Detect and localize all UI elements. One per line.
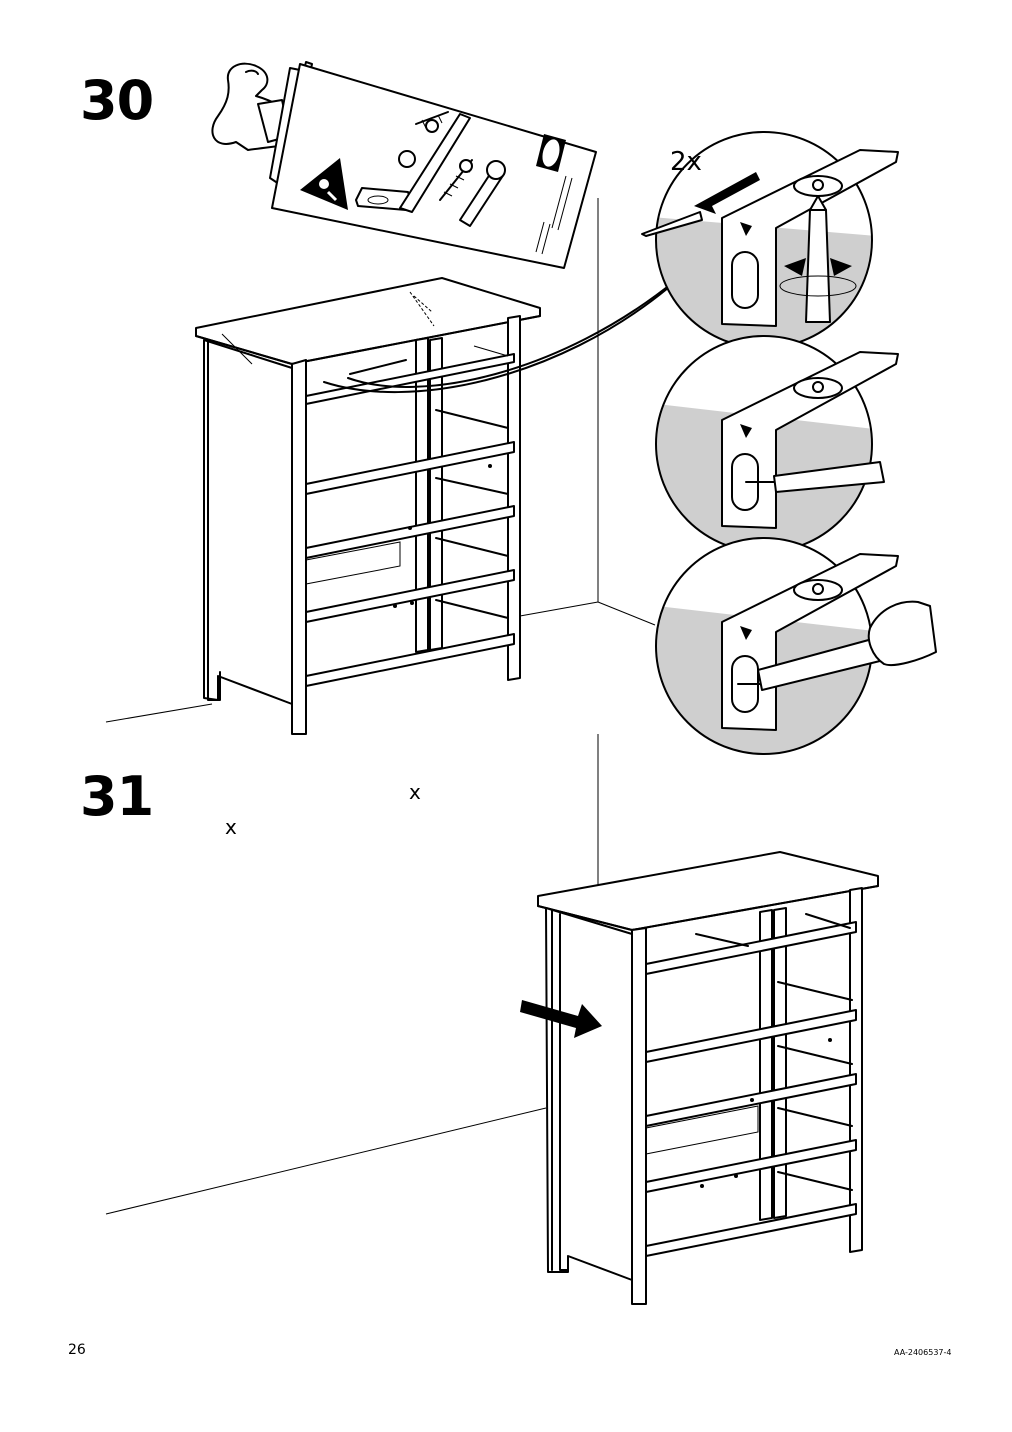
dresser-step-30	[195, 277, 541, 735]
dresser-step-31	[537, 851, 879, 1305]
warning-triangle-icon	[300, 158, 348, 210]
detail-circle-3	[655, 537, 899, 755]
step-30-number: 30	[80, 69, 154, 132]
push-arrow-icon	[520, 1000, 602, 1038]
wall-fixing-leaflet	[269, 61, 597, 269]
quantity-2x: 2x	[670, 147, 702, 177]
step-31-number: 31	[80, 765, 154, 828]
detail-circle-2	[655, 335, 899, 553]
x-mark-left: x	[225, 815, 237, 839]
x-mark-right: x	[409, 780, 421, 804]
ikea-logo	[536, 134, 566, 172]
page-number: 26	[68, 1342, 86, 1358]
document-id: AA-2406537-4	[894, 1348, 952, 1357]
